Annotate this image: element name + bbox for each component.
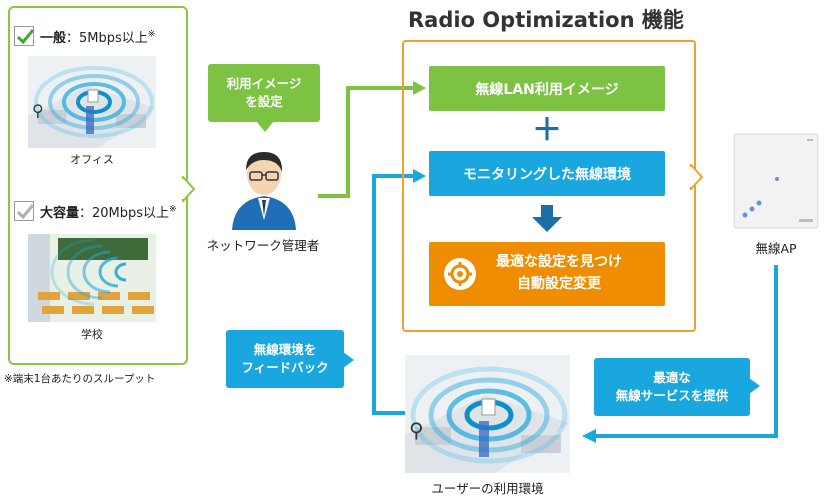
- network-admin-icon: [232, 152, 296, 230]
- plus-sign: ＋: [532, 113, 562, 148]
- svg-text:⚲: ⚲: [409, 418, 424, 442]
- general-checkbox: [14, 26, 35, 46]
- wireless-ap-device: [733, 133, 819, 229]
- refresh-gear-icon: [444, 258, 476, 290]
- feedback-line2: フィードバック: [241, 360, 329, 375]
- feedback-bubble-tail: [343, 352, 354, 368]
- network-admin-label: ネットワーク管理者: [206, 238, 320, 253]
- school-illustration: [28, 234, 156, 322]
- panel-pointer: [182, 176, 196, 202]
- high-capacity-usage-text: 大容量：20Mbps以上※: [40, 202, 177, 221]
- set-usage-line2: を設定: [245, 94, 283, 109]
- down-arrow-shaft: [541, 205, 553, 218]
- feedback-line1: 無線環境を: [253, 341, 317, 357]
- wireless-lan-usage-step: 無線LAN利用イメージ: [429, 66, 665, 111]
- auto-setting-line2: 自動設定変更: [517, 276, 601, 292]
- general-usage-text: 一般：5Mbps以上※: [40, 27, 155, 46]
- school-label: 学校: [81, 328, 103, 341]
- admin-to-usage-arrowhead: [413, 81, 426, 95]
- wireless-ap-label: 無線AP: [755, 241, 797, 256]
- service-arrow: [594, 265, 778, 438]
- optimal-service-bubble: 最適な無線サービスを提供: [594, 358, 750, 416]
- office-illustration: ⚲: [28, 56, 156, 148]
- user-environment-illustration: ⚲: [405, 355, 570, 473]
- service-arrowhead: [582, 429, 596, 443]
- svg-text:⚲: ⚲: [32, 101, 44, 120]
- check-icon: [16, 29, 35, 45]
- user-environment-label: ユーザーの利用環境: [431, 481, 544, 496]
- down-arrow-head: [532, 217, 562, 232]
- high-capacity-checkbox: [14, 201, 35, 221]
- throughput-footnote: ※端末1台あたりのスループット: [4, 373, 156, 385]
- feedback-arrow: [372, 174, 415, 415]
- high-capacity-speed: ：20Mbps以上: [79, 206, 170, 221]
- auto-setting-line1: 最適な設定を見つけ: [496, 254, 622, 271]
- service-bubble-tail: [749, 378, 760, 394]
- monitored-environment-step: モニタリングした無線環境: [429, 151, 665, 196]
- feedback-bubble: 無線環境をフィードバック: [226, 330, 344, 388]
- general-mark: ※: [147, 29, 156, 40]
- feedback-arrowhead: [413, 169, 426, 183]
- set-usage-image-bubble: 利用イメージを設定: [208, 64, 320, 122]
- high-capacity-label: 大容量: [40, 206, 80, 221]
- frame-pointer: [690, 164, 704, 190]
- check-icon: [16, 204, 35, 220]
- set-usage-line1: 利用イメージ: [226, 75, 302, 91]
- high-capacity-mark: ※: [169, 204, 177, 215]
- admin-to-usage-arrow: [318, 86, 415, 198]
- office-label: オフィス: [70, 153, 114, 166]
- general-speed: ：5Mbps以上: [66, 31, 148, 46]
- general-label: 一般: [40, 31, 67, 46]
- auto-setting-step: 最適な設定を見つけ 自動設定変更: [429, 242, 665, 306]
- service-line1: 最適な: [653, 369, 691, 385]
- service-line2: 無線サービスを提供: [615, 388, 729, 403]
- bubble-tail: [256, 121, 274, 132]
- feature-title: Radio Optimization 機能: [408, 8, 684, 32]
